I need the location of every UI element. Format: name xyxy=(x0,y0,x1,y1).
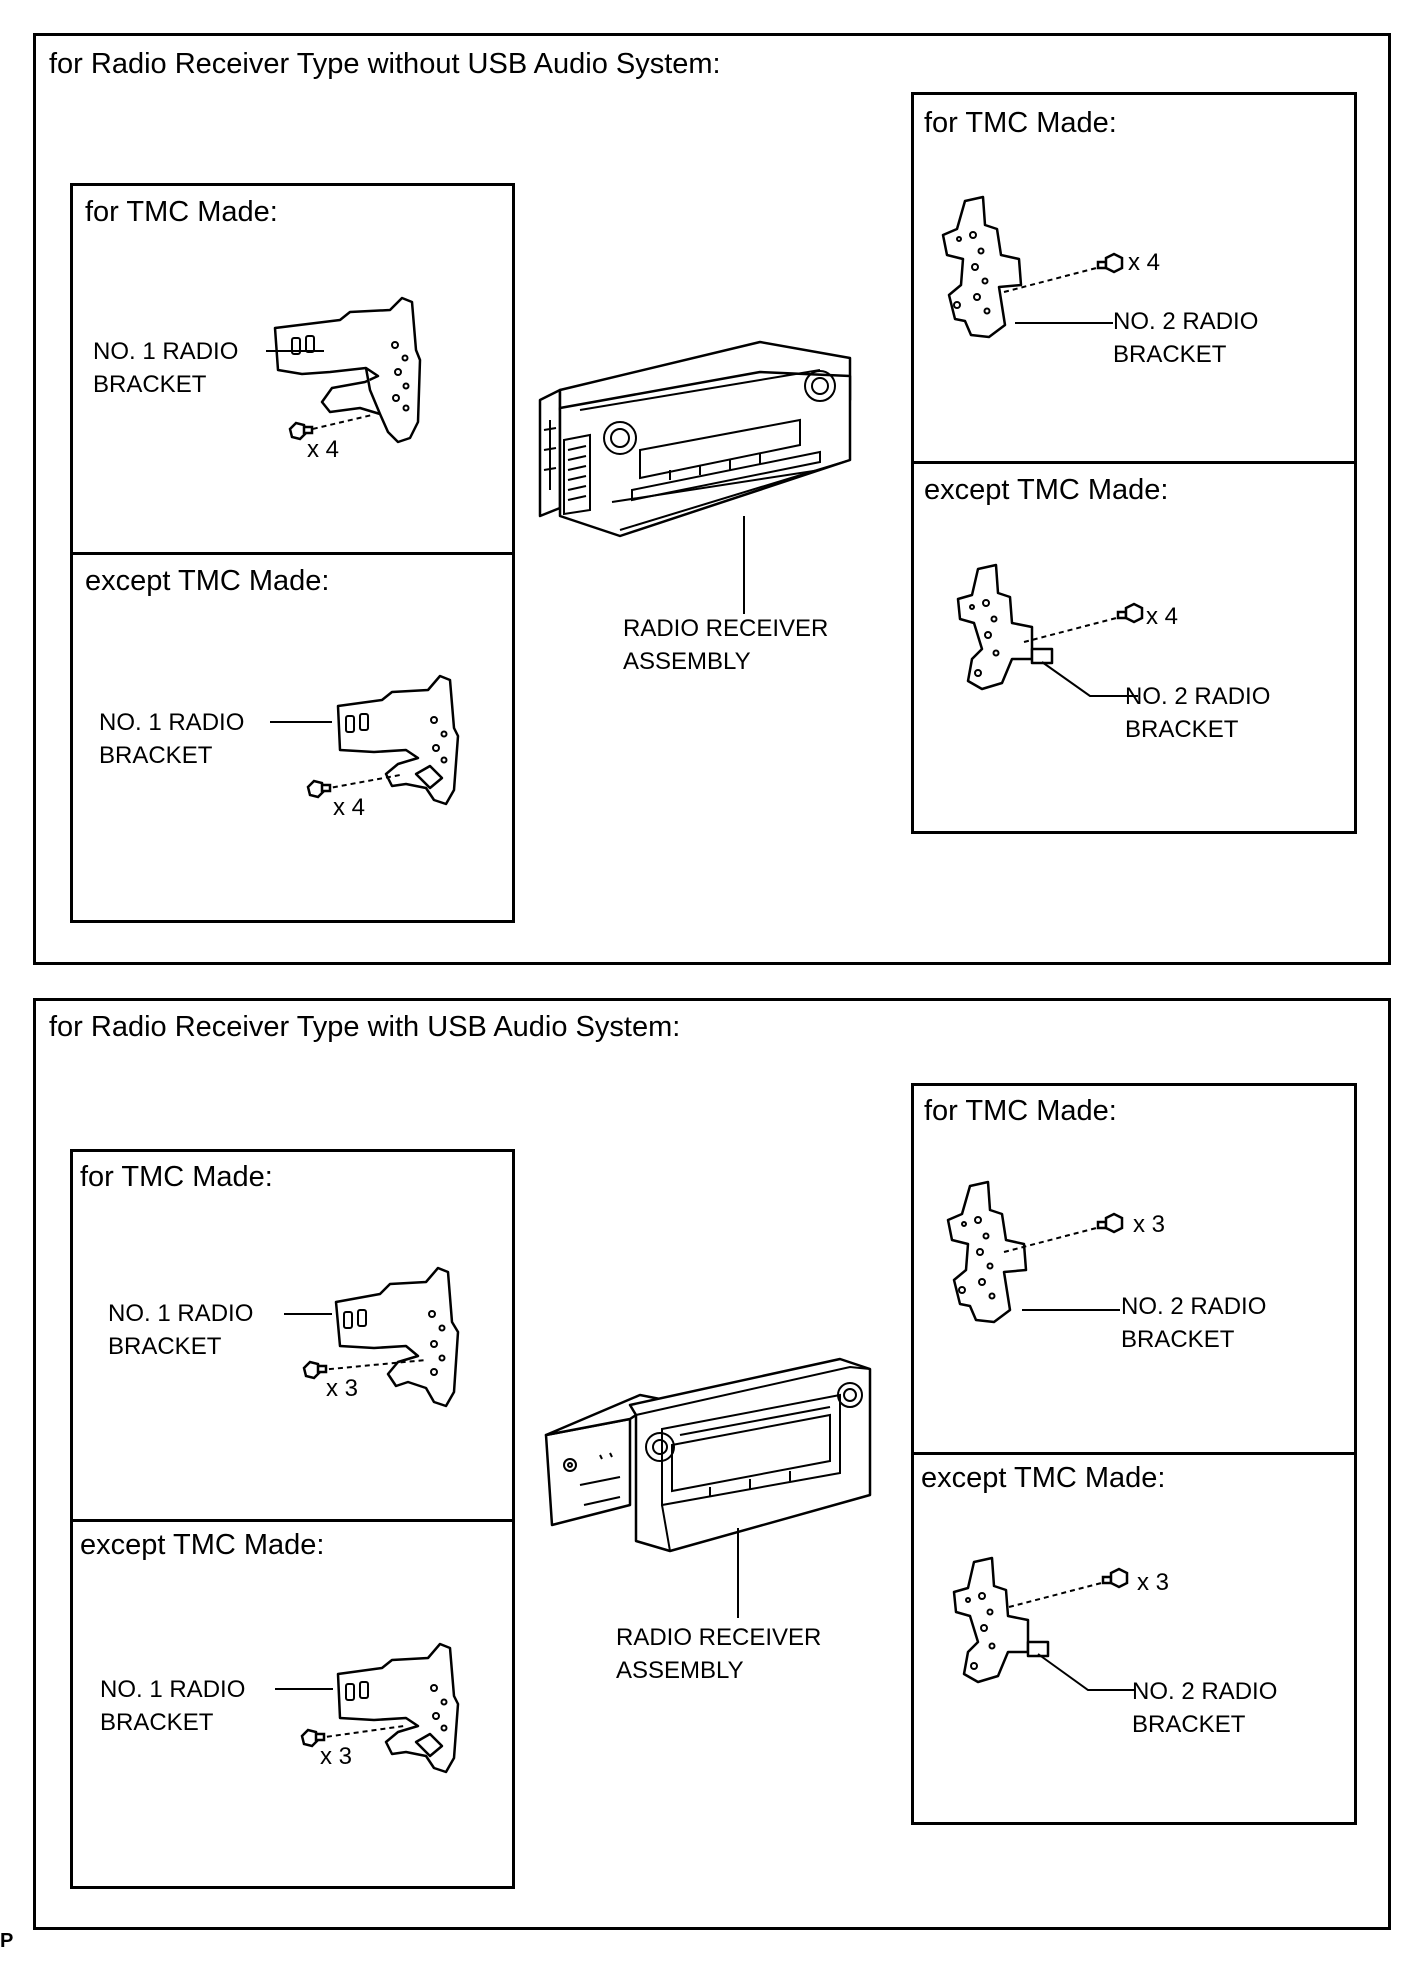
quantity-label: x 4 xyxy=(1128,249,1161,276)
leader-line xyxy=(1036,1652,1136,1694)
no2-radio-bracket-illustration xyxy=(940,1180,1040,1330)
quantity-label: x 3 xyxy=(326,1375,359,1402)
panel-no1-bracket-except-tmc: except TMC Made: xyxy=(70,1519,515,1889)
panel-heading: for TMC Made: xyxy=(924,1095,1117,1127)
leader-line xyxy=(1015,320,1115,326)
panel-heading: for TMC Made: xyxy=(80,1161,273,1193)
panel-no2-bracket-except-tmc: except TMC Made: xyxy=(911,461,1357,834)
no2-radio-bracket-illustration xyxy=(948,1556,1058,1696)
no1-radio-bracket-illustration xyxy=(330,1638,480,1778)
quantity-label: x 3 xyxy=(1137,1569,1170,1596)
bolt-icon xyxy=(1000,1210,1130,1260)
bolt-icon xyxy=(1020,600,1150,650)
panel-heading: except TMC Made: xyxy=(921,1462,1166,1494)
leader-line xyxy=(1040,660,1140,700)
bolt-icon xyxy=(1005,1565,1135,1615)
no1-radio-bracket-illustration xyxy=(330,670,480,810)
no1-radio-bracket-illustration xyxy=(330,1262,480,1412)
leader-line xyxy=(275,1686,335,1692)
panel-no1-bracket-except-tmc: except TMC Made: xyxy=(70,552,515,923)
no1-radio-bracket-illustration xyxy=(270,290,470,450)
section-with-usb: for Radio Receiver Type with USB Audio S… xyxy=(33,998,1391,1930)
bolt-icon xyxy=(302,771,402,811)
quantity-label: x 4 xyxy=(333,794,366,821)
section-title: for Radio Receiver Type without USB Audi… xyxy=(49,48,721,80)
section-without-usb: for Radio Receiver Type without USB Audi… xyxy=(33,33,1391,965)
bolt-icon xyxy=(296,1720,406,1760)
panel-no2-bracket-except-tmc: except TMC Made: xyxy=(911,1452,1357,1825)
leader-line xyxy=(270,719,334,725)
no2-radio-bracket-illustration xyxy=(935,195,1035,345)
page-code: P xyxy=(0,1930,14,1952)
section-title: for Radio Receiver Type with USB Audio S… xyxy=(49,1011,681,1043)
bolt-icon xyxy=(284,413,374,453)
leader-line xyxy=(1022,1307,1122,1313)
panel-heading: for TMC Made: xyxy=(924,107,1117,139)
leader-line xyxy=(284,1311,334,1317)
leader-line xyxy=(266,348,326,354)
leader-line xyxy=(741,516,747,616)
radio-receiver-illustration xyxy=(520,320,860,550)
quantity-label: x 3 xyxy=(320,1743,353,1770)
quantity-label: x 3 xyxy=(1133,1211,1166,1238)
panel-heading: except TMC Made: xyxy=(80,1529,325,1561)
quantity-label: x 4 xyxy=(1146,603,1179,630)
panel-heading: except TMC Made: xyxy=(924,474,1169,506)
leader-line xyxy=(735,1528,741,1620)
no2-radio-bracket-illustration xyxy=(952,563,1062,703)
quantity-label: x 4 xyxy=(307,436,340,463)
bolt-icon xyxy=(298,1352,428,1392)
panel-heading: for TMC Made: xyxy=(85,196,278,228)
bolt-icon xyxy=(1000,250,1130,300)
panel-heading: except TMC Made: xyxy=(85,565,330,597)
radio-receiver-illustration xyxy=(540,1355,880,1565)
